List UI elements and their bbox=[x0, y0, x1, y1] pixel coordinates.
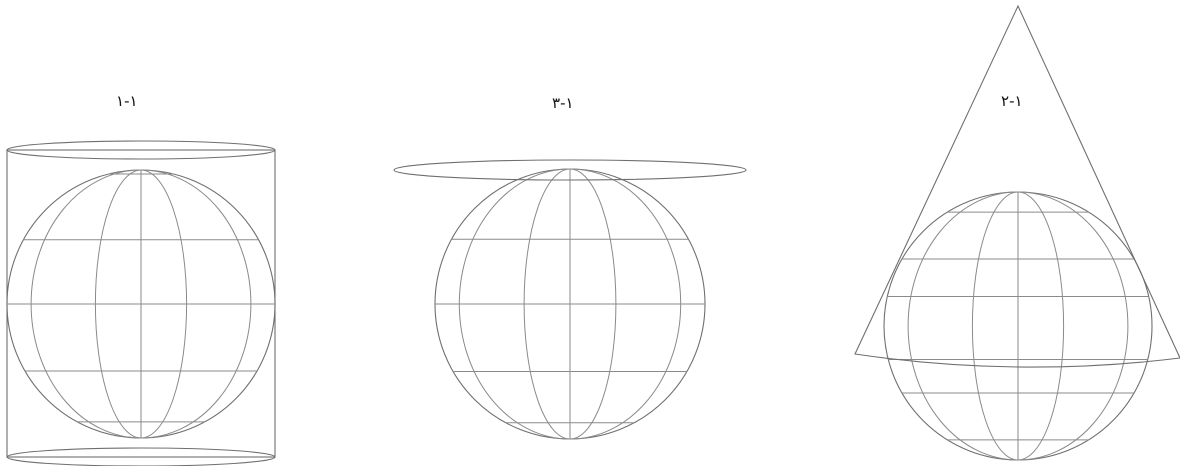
figure-label-cylinder: ١-١ bbox=[116, 92, 138, 110]
figure-label-cone: ١-٢ bbox=[1001, 92, 1023, 110]
cylinder-figure bbox=[7, 141, 275, 466]
globe-cylinder bbox=[7, 170, 275, 438]
figure-label-plane: ١-٣ bbox=[552, 94, 574, 112]
cone-figure bbox=[855, 6, 1180, 460]
plane-figure bbox=[394, 160, 746, 439]
globe-cone bbox=[884, 192, 1152, 460]
globe-plane bbox=[435, 169, 705, 439]
